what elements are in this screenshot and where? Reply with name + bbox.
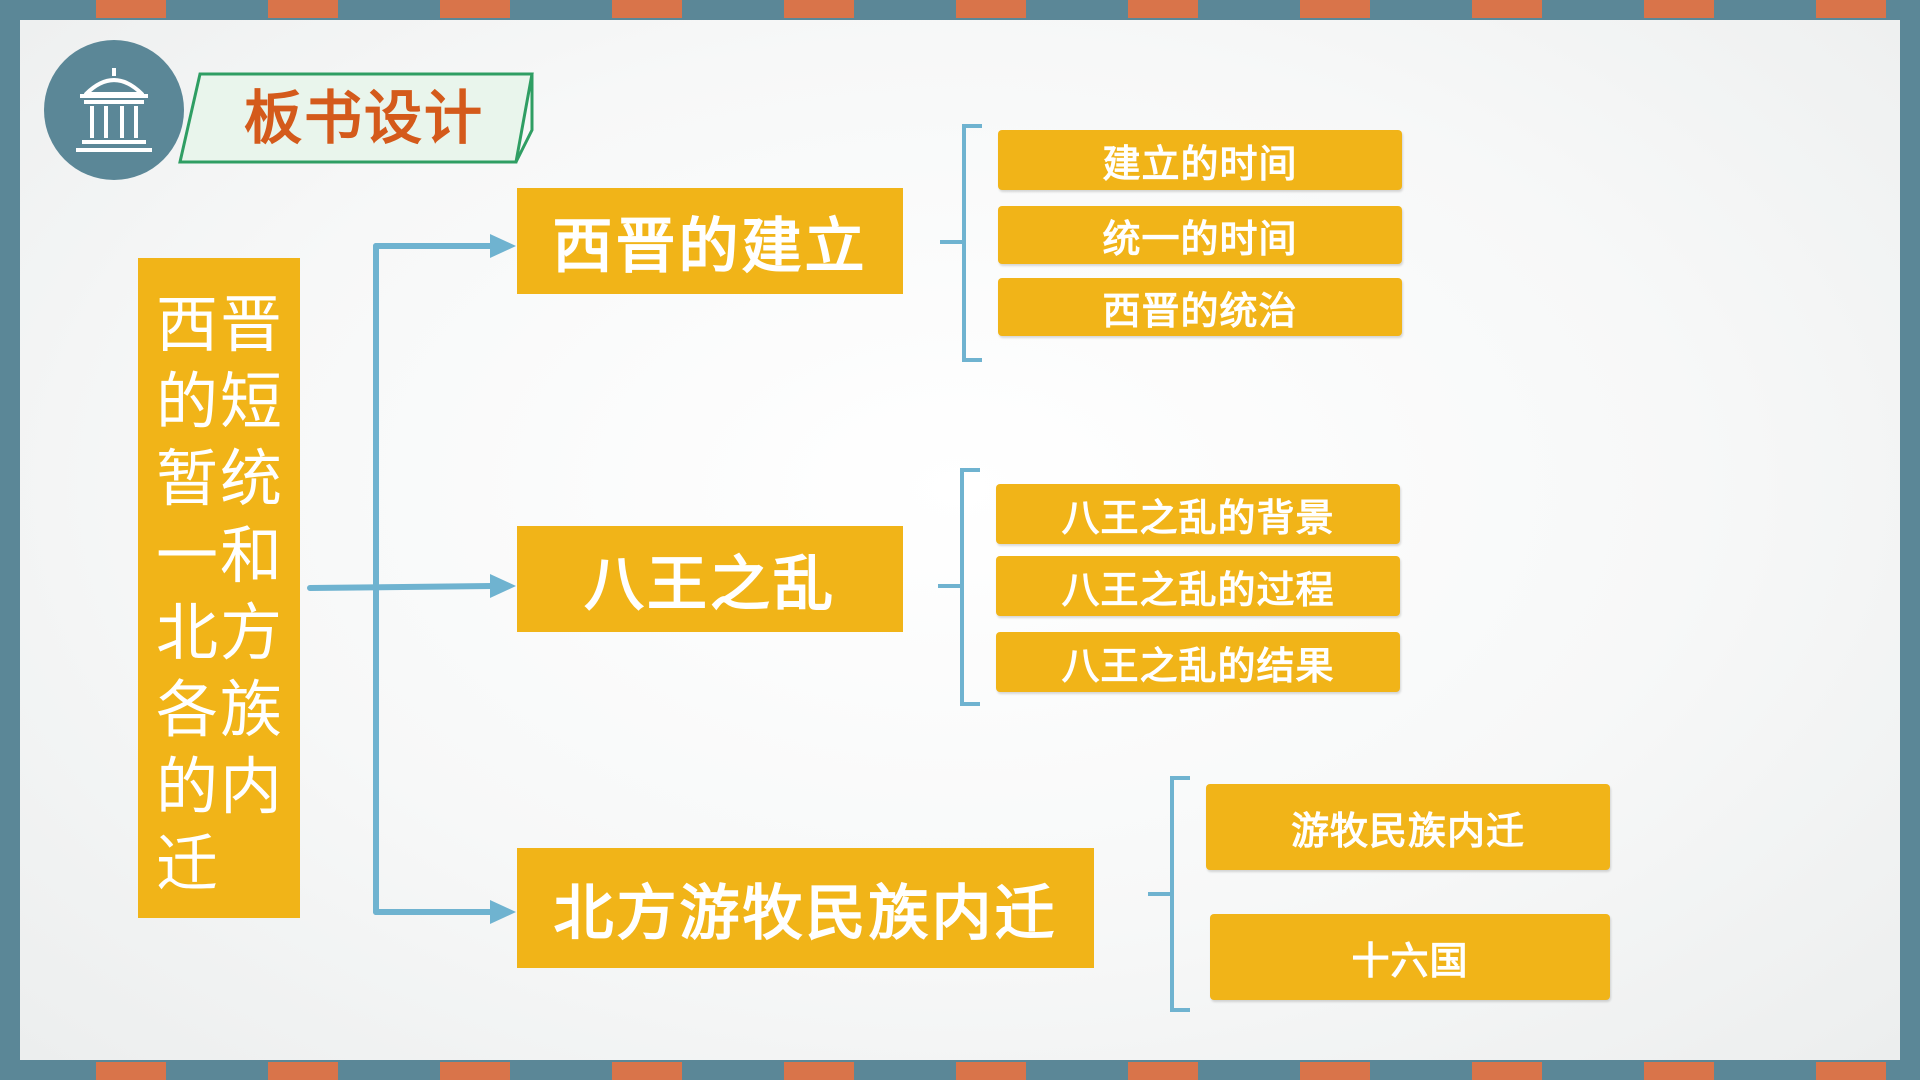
stripe-segment — [1816, 1062, 1886, 1080]
stripe-segment — [698, 0, 768, 18]
leaf-node: 十六国 — [1210, 914, 1610, 1000]
stripe-segment — [526, 1062, 596, 1080]
leaf-label: 八王之乱的结果 — [1061, 643, 1335, 688]
stripe-segment — [1472, 1062, 1542, 1080]
stripe-segment — [1558, 1062, 1628, 1080]
stripe-segment — [354, 0, 424, 18]
pavilion-badge — [44, 40, 184, 180]
leaf-node: 八王之乱的过程 — [996, 556, 1400, 616]
stripe-segment — [182, 0, 252, 18]
leaf-node: 游牧民族内迁 — [1206, 784, 1610, 870]
leaf-node: 统一的时间 — [998, 206, 1402, 264]
stripe-segment — [1472, 0, 1542, 18]
leaf-label: 西晋的统治 — [1102, 288, 1298, 333]
stripe-segment — [1042, 1062, 1112, 1080]
branch-label: 北方游牧民族内迁 — [553, 878, 1058, 949]
stripe-segment — [956, 0, 1026, 18]
leaf-label: 八王之乱的背景 — [1061, 495, 1335, 540]
stripe-segment — [1214, 0, 1284, 18]
branch-label: 西晋的建立 — [552, 211, 868, 282]
stripe-segment — [784, 0, 854, 18]
leaf-node: 西晋的统治 — [998, 278, 1402, 336]
leaf-label: 统一的时间 — [1102, 216, 1298, 261]
leaf-node: 八王之乱的背景 — [996, 484, 1400, 544]
root-topic-label: 西晋的短暂统一和北方各族的内迁 — [156, 288, 285, 900]
root-topic: 西晋的短暂统一和北方各族的内迁 — [138, 258, 300, 918]
stripe-segment — [1128, 0, 1198, 18]
stripe-segment — [698, 1062, 768, 1080]
stripe-segment — [1558, 0, 1628, 18]
stripe-segment — [956, 1062, 1026, 1080]
stripe-segment — [268, 0, 338, 18]
stripe-segment — [1128, 1062, 1198, 1080]
stripe-segment — [440, 1062, 510, 1080]
leaf-label: 游牧民族内迁 — [1290, 808, 1525, 853]
stripe-segment — [1730, 0, 1800, 18]
leaf-label: 十六国 — [1351, 938, 1469, 983]
stripe-segment — [182, 1062, 252, 1080]
top-stripe — [0, 0, 1920, 18]
leaf-node: 建立的时间 — [998, 130, 1402, 190]
stripe-segment — [870, 0, 940, 18]
stripe-segment — [96, 0, 166, 18]
stripe-segment — [1386, 1062, 1456, 1080]
stripe-segment — [1300, 1062, 1370, 1080]
leaf-label: 建立的时间 — [1102, 141, 1298, 186]
branch-eight-kings-rebellion: 八王之乱 — [517, 526, 903, 632]
branch-label: 八王之乱 — [584, 549, 836, 620]
branch-nomad-migration: 北方游牧民族内迁 — [517, 848, 1094, 968]
stripe-segment — [1214, 1062, 1284, 1080]
stripe-segment — [1644, 1062, 1714, 1080]
title-tab: 板书设计 — [178, 70, 538, 166]
bottom-stripe — [0, 1062, 1920, 1080]
stripe-segment — [1386, 0, 1456, 18]
stripe-segment — [1816, 0, 1886, 18]
branch-western-jin-founding: 西晋的建立 — [517, 188, 903, 294]
stripe-segment — [784, 1062, 854, 1080]
stripe-segment — [354, 1062, 424, 1080]
stripe-segment — [526, 0, 596, 18]
pavilion-icon — [76, 68, 152, 152]
leaf-label: 八王之乱的过程 — [1061, 567, 1335, 612]
stripe-segment — [268, 1062, 338, 1080]
stripe-segment — [96, 1062, 166, 1080]
stripe-segment — [1300, 0, 1370, 18]
stripe-segment — [612, 0, 682, 18]
stripe-segment — [870, 1062, 940, 1080]
stripe-segment — [1730, 1062, 1800, 1080]
page-title: 板书设计 — [244, 84, 485, 152]
stripe-segment — [1644, 0, 1714, 18]
leaf-node: 八王之乱的结果 — [996, 632, 1400, 692]
stripe-segment — [440, 0, 510, 18]
stripe-segment — [612, 1062, 682, 1080]
stripe-segment — [1042, 0, 1112, 18]
